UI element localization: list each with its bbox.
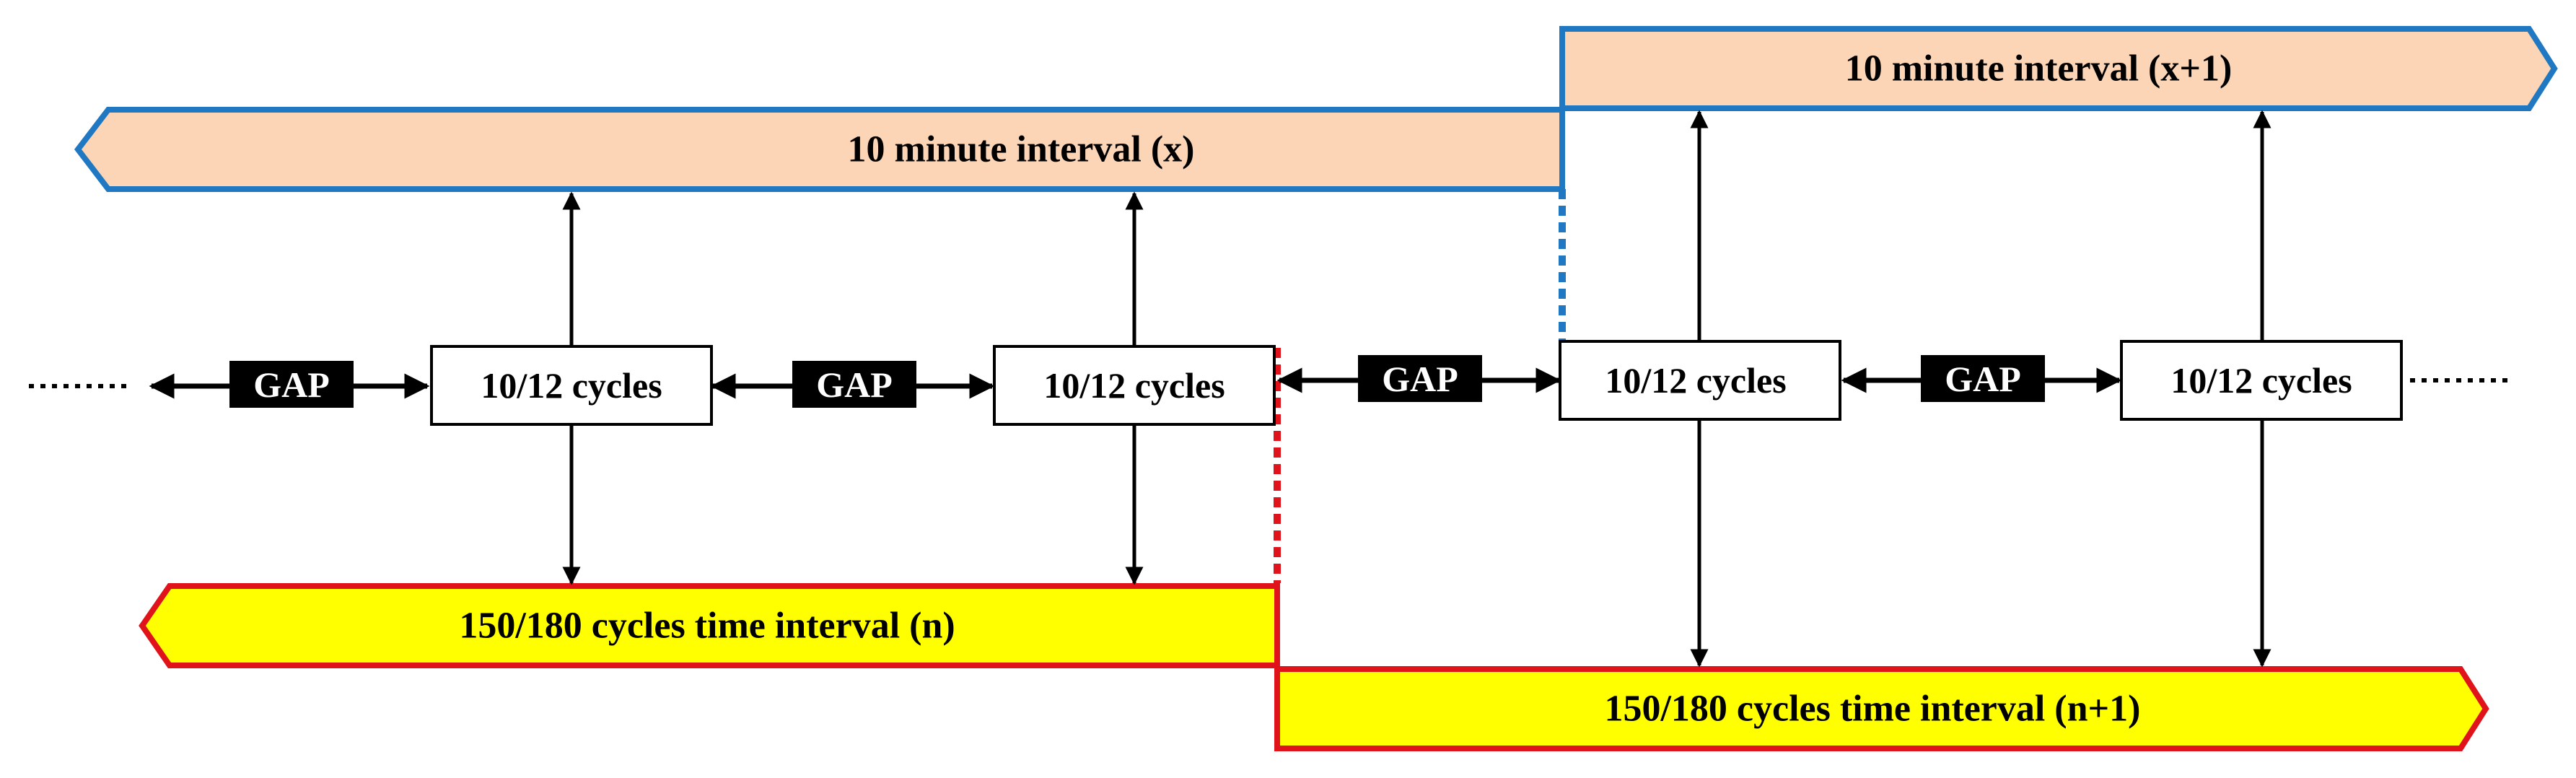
cycle-block-2 bbox=[993, 345, 1276, 426]
cycle-block-4 bbox=[2120, 340, 2403, 421]
gap-2-label: GAP bbox=[816, 364, 893, 405]
minute-interval-x-banner bbox=[74, 107, 1565, 192]
minute-interval-x1-banner bbox=[1559, 26, 2558, 111]
gap-4-box bbox=[1921, 355, 2045, 402]
cycle-block-1-label: 10/12 cycles bbox=[481, 365, 662, 406]
minute-interval-x-label: 10 minute interval (x) bbox=[848, 129, 1195, 170]
cycle-block-1 bbox=[430, 345, 713, 426]
cycle-interval-n-banner bbox=[139, 583, 1280, 668]
gap-3-box bbox=[1358, 355, 1482, 402]
gap-3-label: GAP bbox=[1382, 359, 1458, 399]
cycle-block-3 bbox=[1559, 340, 1841, 421]
gap-4-label: GAP bbox=[1945, 359, 2021, 399]
gap-1-label: GAP bbox=[253, 364, 330, 405]
cycle-block-3-label: 10/12 cycles bbox=[1605, 360, 1786, 401]
minute-interval-x1-label: 10 minute interval (x+1) bbox=[1845, 48, 2233, 89]
gap-2-box bbox=[792, 361, 916, 408]
cycle-interval-n-label: 150/180 cycles time interval (n) bbox=[459, 606, 955, 647]
cycle-interval-n1-banner bbox=[1274, 666, 2489, 751]
gap-1-box bbox=[229, 361, 354, 408]
cycle-interval-n1-label: 150/180 cycles time interval (n+1) bbox=[1604, 689, 2140, 730]
cycle-block-2-label: 10/12 cycles bbox=[1043, 365, 1225, 406]
cycle-block-4-label: 10/12 cycles bbox=[2170, 360, 2352, 401]
